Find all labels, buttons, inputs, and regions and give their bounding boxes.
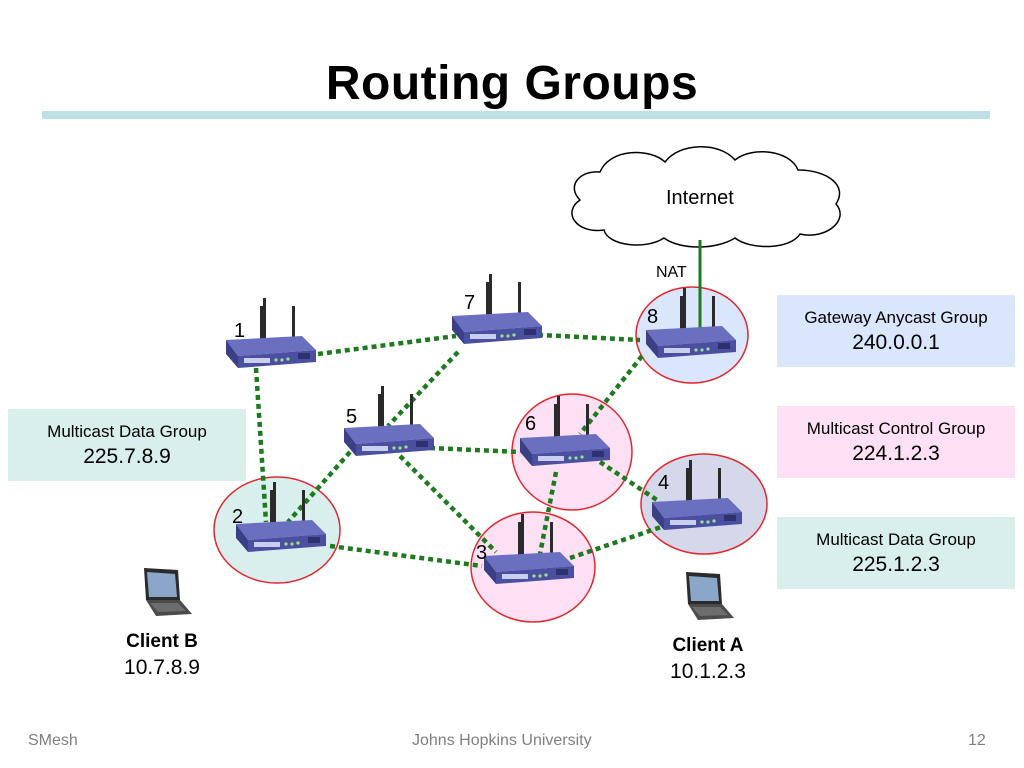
multicast-data-group-b-box: Multicast Data Group 225.7.8.9 <box>8 409 246 481</box>
node-label-8: 8 <box>647 306 659 328</box>
gateway-group-title: Gateway Anycast Group <box>804 308 988 327</box>
link-5-2 <box>286 450 352 524</box>
data-group-b-title: Multicast Data Group <box>47 422 207 441</box>
gateway-anycast-group-box: Gateway Anycast Group 240.0.0.1 <box>777 295 1015 367</box>
gateway-group-address: 240.0.0.1 <box>852 331 940 354</box>
node-label-4: 4 <box>658 472 670 494</box>
multicast-data-group-a-box: Multicast Data Group 225.1.2.3 <box>777 517 1015 589</box>
router-5 <box>344 386 434 456</box>
laptop-client-b-icon <box>144 568 192 616</box>
node-label-7: 7 <box>464 292 476 314</box>
data-group-b-address: 225.7.8.9 <box>83 445 171 468</box>
node-label-5: 5 <box>346 406 358 428</box>
laptop-client-a-icon <box>686 572 734 620</box>
client-a-ip: 10.1.2.3 <box>670 660 746 683</box>
link-6-4 <box>598 460 662 504</box>
slide-number: 12 <box>968 732 986 749</box>
link-1-7 <box>317 333 457 357</box>
footer-center: Johns Hopkins University <box>412 732 592 749</box>
multicast-control-group-box: Multicast Control Group 224.1.2.3 <box>777 406 1015 478</box>
link-6-3 <box>537 471 559 555</box>
data-group-a-address: 225.1.2.3 <box>852 553 940 576</box>
footer-left: SMesh <box>28 732 78 749</box>
link-1-2 <box>253 367 269 523</box>
title-underline <box>42 111 990 119</box>
client-b-name: Client B <box>126 631 198 652</box>
internet-label: Internet <box>666 187 734 209</box>
node-label-3: 3 <box>476 542 488 564</box>
node-label-6: 6 <box>525 413 537 435</box>
client-b: Client B 10.7.8.9 <box>92 631 232 680</box>
node-label-2: 2 <box>232 506 244 528</box>
control-group-address: 224.1.2.3 <box>852 442 940 465</box>
slide-title: Routing Groups <box>325 57 699 110</box>
client-a-name: Client A <box>672 635 744 656</box>
node-label-1: 1 <box>234 320 246 342</box>
link-5-3 <box>398 454 498 554</box>
link-7-5 <box>386 350 460 428</box>
link-2-3 <box>329 543 483 569</box>
link-8-6 <box>578 354 644 436</box>
data-group-a-title: Multicast Data Group <box>816 530 976 549</box>
link-5-6 <box>429 445 521 455</box>
nat-label: NAT <box>656 264 687 281</box>
client-b-ip: 10.7.8.9 <box>124 656 200 679</box>
internet-cloud <box>571 146 841 248</box>
control-group-title: Multicast Control Group <box>806 419 986 438</box>
client-a: Client A 10.1.2.3 <box>638 635 778 684</box>
